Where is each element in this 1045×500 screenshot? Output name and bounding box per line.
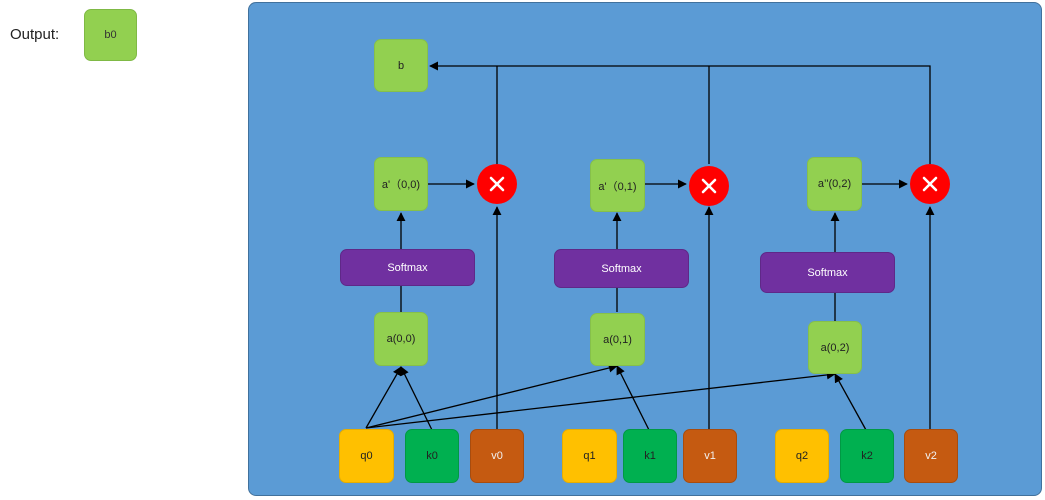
attention-weight-node: a’'(0,2)	[807, 157, 862, 211]
query-node: q0	[339, 429, 394, 483]
multiply-node	[910, 164, 950, 204]
sum-line	[429, 61, 931, 164]
times-icon	[922, 176, 938, 192]
arrow-k0-to-score-0	[400, 366, 433, 431]
attention-weight-node: a'（0,0)	[374, 157, 428, 211]
query-node: q1	[562, 429, 617, 483]
query-node: q2	[775, 429, 829, 483]
arrow-k1-to-score-1	[616, 365, 650, 431]
multiply-node	[689, 166, 729, 206]
key-node: k0	[405, 429, 459, 483]
arrow-q0-to-score-0	[365, 366, 402, 429]
value-node: v0	[470, 429, 524, 483]
result-node-b: b	[374, 39, 428, 92]
output-label: Output:	[10, 26, 60, 43]
times-icon	[701, 178, 717, 194]
value-node: v1	[683, 429, 737, 483]
softmax-block: Softmax	[340, 249, 475, 286]
attention-score-node: a(0,1)	[590, 313, 645, 366]
arrow-k2-to-score-2	[834, 373, 867, 431]
key-node: k2	[840, 429, 894, 483]
attention-score-node: a(0,0)	[374, 312, 428, 366]
attention-score-node: a(0,2)	[808, 321, 862, 374]
attention-weight-node: a'（0,1)	[590, 159, 645, 212]
arrow-q0-to-score-1	[365, 363, 618, 429]
output-value-box: b0	[84, 9, 137, 61]
arrow-q0-to-score-2	[365, 370, 836, 429]
key-node: k1	[623, 429, 677, 483]
times-icon	[489, 176, 505, 192]
softmax-block: Softmax	[760, 252, 895, 293]
value-node: v2	[904, 429, 958, 483]
softmax-block: Softmax	[554, 249, 689, 288]
multiply-node	[477, 164, 517, 204]
